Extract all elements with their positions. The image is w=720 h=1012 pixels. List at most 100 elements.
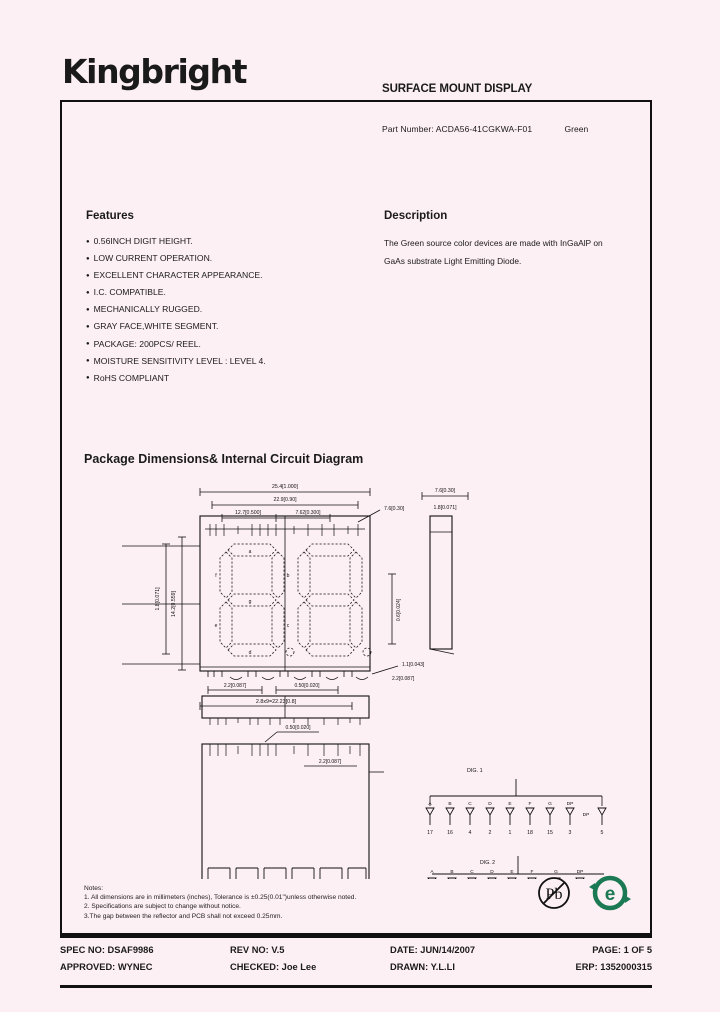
footer-row: APPROVED: WYNEC CHECKED: Joe Lee DRAWN: … [60,958,652,975]
circuit-seg-label: DP [577,869,584,875]
circuit-seg-label: A [428,801,432,807]
bottom-view-drawing: 0.50[0.020] 2.2[0.087] [201,695,384,879]
dim-side-thickness-2: 7.6[0.30] [435,488,456,494]
features-list: 0.56INCH DIGIT HEIGHT. LOW CURRENT OPERA… [86,233,386,387]
feature-item: MOISTURE SENSITIVITY LEVEL : LEVEL 4. [86,353,386,370]
package-drawing-area: 25.4[1.000] 22.9[0.90] 12.7[0.500] 7.62[… [62,474,650,879]
segment-label-g: g [249,599,252,605]
circuit-pin-number: 16 [447,830,453,836]
description-title: Description [384,210,448,222]
part-number-line: Part Number: ACDA56-41CGKWA-F01 Green [382,124,588,134]
notes-title: Notes: [84,885,104,892]
circuit-seg-label: DP [567,801,574,807]
note-item: 1. All dimensions are in millimeters (in… [84,894,357,902]
feature-item: I.C. COMPATIBLE. [86,284,386,301]
feature-item: MECHANICALLY RUGGED. [86,301,386,318]
footer-spec-no: SPEC NO: DSAF9986 [60,944,154,955]
feature-item: RoHS COMPLIANT [86,370,386,387]
dim-overall-width: 25.4[1.000] [272,484,299,490]
dim-pin-pitch: 2.8x9=22.23[0.8] [256,699,297,705]
feature-item: EXCELLENT CHARACTER APPEARANCE. [86,267,386,284]
rohs-label: e [605,884,616,905]
circuit-seg-label: B [448,801,451,807]
segment-label-d: d [249,650,252,656]
circuit-seg-label: C [468,801,472,807]
circuit-group-label-1: DIG. 1 [467,768,483,774]
dim-pad-height: 0.6[0.024] [396,598,402,621]
footer-row: SPEC NO: DSAF9986 REV NO: V.5 DATE: JUN/… [60,941,652,958]
circuit-pin-number: 2 [489,830,492,836]
compliance-logos: Pb e [532,870,642,916]
features-title: Features [86,210,134,222]
circuit-pin-number: 4 [469,830,472,836]
led-row-1 [425,807,607,825]
circuit-seg-label: E [508,801,511,807]
dim-plate-note: 0.50[0.020] [285,725,311,731]
brand-logo: Kingbright [62,52,248,91]
dim-plate-note2: 2.2[0.087] [319,759,342,765]
segment-label-c: c [287,623,290,629]
circuit-seg-label: A [430,869,434,875]
package-dimensions-title: Package Dimensions& Internal Circuit Dia… [84,452,364,466]
circuit-seg-label: D [490,869,494,875]
circuit-pin-number: 5 [601,830,604,836]
circuit-pin-number: 15 [547,830,553,836]
footer-bottom-rule [60,985,652,988]
footer-table: SPEC NO: DSAF9986 REV NO: V.5 DATE: JUN/… [60,941,652,975]
description-line: The Green source color devices are made … [384,238,603,248]
side-view-drawing: 7.6[0.30] 1.8[0.071] [421,488,469,655]
dim-side-height: 1.8[0.071] [155,587,161,611]
feature-item: 0.56INCH DIGIT HEIGHT. [86,233,386,250]
circuit-seg-label: F [529,801,532,807]
features-section: Features 0.56INCH DIGIT HEIGHT. LOW CURR… [86,210,386,387]
circuit-seg-label: D [488,801,492,807]
datasheet-body-panel: Part Number: ACDA56-41CGKWA-F01 Green Fe… [60,100,652,935]
feature-item: LOW CURRENT OPERATION. [86,250,386,267]
part-number-label: Part Number: ACDA56-41CGKWA-F01 [382,124,533,134]
notes-section: Notes: 1. All dimensions are in millimet… [84,884,356,921]
segment-label-e: e [215,623,218,629]
feature-item: GRAY FACE,WHITE SEGMENT. [86,318,386,335]
dim-inner-width: 22.9[0.90] [273,497,297,503]
circuit-pin-number: 3 [569,830,572,836]
segment-label-f: f [215,573,217,579]
dim-digit-width: 7.62[0.300] [295,510,321,516]
circuit-pin-number: 17 [427,830,433,836]
circuit-seg-label: G [548,801,552,807]
lead-free-label: Pb [546,886,563,903]
front-view-drawing: 25.4[1.000] 22.9[0.90] 12.7[0.500] 7.62[… [122,484,425,710]
description-body: The Green source color devices are made … [384,234,634,270]
dim-pad-width: 2.2[0.087] [224,683,247,689]
circuit-seg-label: F [531,869,534,875]
footer-date: DATE: JUN/14/2007 [390,944,476,955]
footer-rev-no: REV NO: V.5 [230,944,285,955]
note-item: 3.The gap between the reflector and PCB … [84,912,283,920]
footer-page: PAGE: 1 OF 5 [592,944,652,955]
circuit-seg-label: E [510,869,513,875]
dim-bottom-note2: 1.1[0.043] [402,662,425,668]
lead-free-icon: Pb [538,877,570,909]
seven-segment-digit-1 [219,543,295,657]
dim-digit-pitch: 12.7[0.500] [235,510,262,516]
document-type-title: SURFACE MOUNT DISPLAY [382,83,533,95]
internal-circuit-diagram-1: DIG. 1 [425,768,607,836]
description-line: GaAs substrate Light Emitting Diode. [384,256,522,266]
footer-erp: ERP: 1352000315 [575,961,653,972]
footer-approved: APPROVED: WYNEC [60,961,153,972]
circuit-seg-label: C [470,869,474,875]
rohs-icon: e [589,875,631,911]
footer-checked: CHECKED: Joe Lee [230,961,317,972]
part-color-label: Green [564,124,589,134]
circuit-group-label-2: DIG. 2 [480,860,495,866]
circuit-seg-label: B [450,869,453,875]
dim-pad-detail: 2.2[0.087] [392,676,415,682]
internal-circuit-diagram-2: DIG. 2 A B C D [427,856,604,879]
dim-side-height-2: 1.8[0.071] [433,505,457,511]
dim-bottom-note: 0.50[0.020] [294,683,320,689]
circuit-pin-number: 18 [527,830,533,836]
note-item: 2. Specifications are subject to change … [84,903,241,911]
description-section: Description The Green source color devic… [384,210,634,270]
circuit-dp-label: DP [583,812,590,818]
footer-top-rule [60,935,652,938]
feature-item: PACKAGE: 200PCS/ REEL. [86,336,386,353]
